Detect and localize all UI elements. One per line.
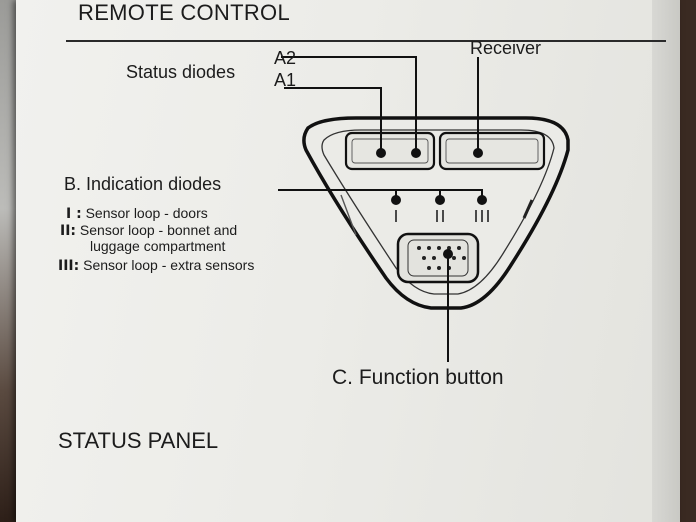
receiver-dot <box>473 148 483 158</box>
leader-a2 <box>281 56 417 153</box>
legend-item-1: I : Sensor loop - doors <box>66 205 208 222</box>
legend-text: Sensor loop - bonnet and <box>79 222 238 238</box>
legend-numeral: III: <box>58 258 80 274</box>
status-diodes-label: Status diodes <box>126 62 236 82</box>
legend-numeral: II: <box>60 223 77 239</box>
function-dot <box>443 249 453 259</box>
indication-dot-1 <box>391 195 401 205</box>
status-panel-diagram <box>278 56 570 362</box>
page-heading: REMOTE CONTROL <box>78 0 290 25</box>
a1-label: A1 <box>274 70 297 90</box>
receiver-label: Receiver <box>470 38 542 58</box>
function-button-label: C. Function button <box>332 366 504 389</box>
indication-dot-2 <box>435 195 445 205</box>
legend-text: Sensor loop - extra sensors <box>83 257 255 273</box>
receiver-window <box>438 131 546 171</box>
legend-text: Sensor loop - doors <box>85 205 208 221</box>
heading-divider <box>66 40 666 42</box>
diode-a2-dot <box>411 148 421 158</box>
function-button <box>396 232 480 284</box>
background-strip <box>0 0 18 522</box>
page-edge <box>652 0 680 522</box>
section-heading: STATUS PANEL <box>58 428 219 453</box>
diode-a1-dot <box>376 148 386 158</box>
legend-item-2: II: Sensor loop - bonnet and <box>60 222 237 239</box>
manual-page: REMOTE CONTROL <box>16 0 680 522</box>
indication-diodes-label: B. Indication diodes <box>64 174 222 194</box>
indication-dot-3 <box>477 195 487 205</box>
panel-bevel <box>321 129 555 295</box>
legend-numeral: I : <box>66 206 82 222</box>
legend-item-2-continued: luggage compartment <box>90 238 226 254</box>
status-diode-window <box>344 131 436 171</box>
a2-label: A2 <box>274 48 297 68</box>
leader-a1 <box>284 87 382 153</box>
legend-item-3: III: Sensor loop - extra sensors <box>58 257 254 274</box>
